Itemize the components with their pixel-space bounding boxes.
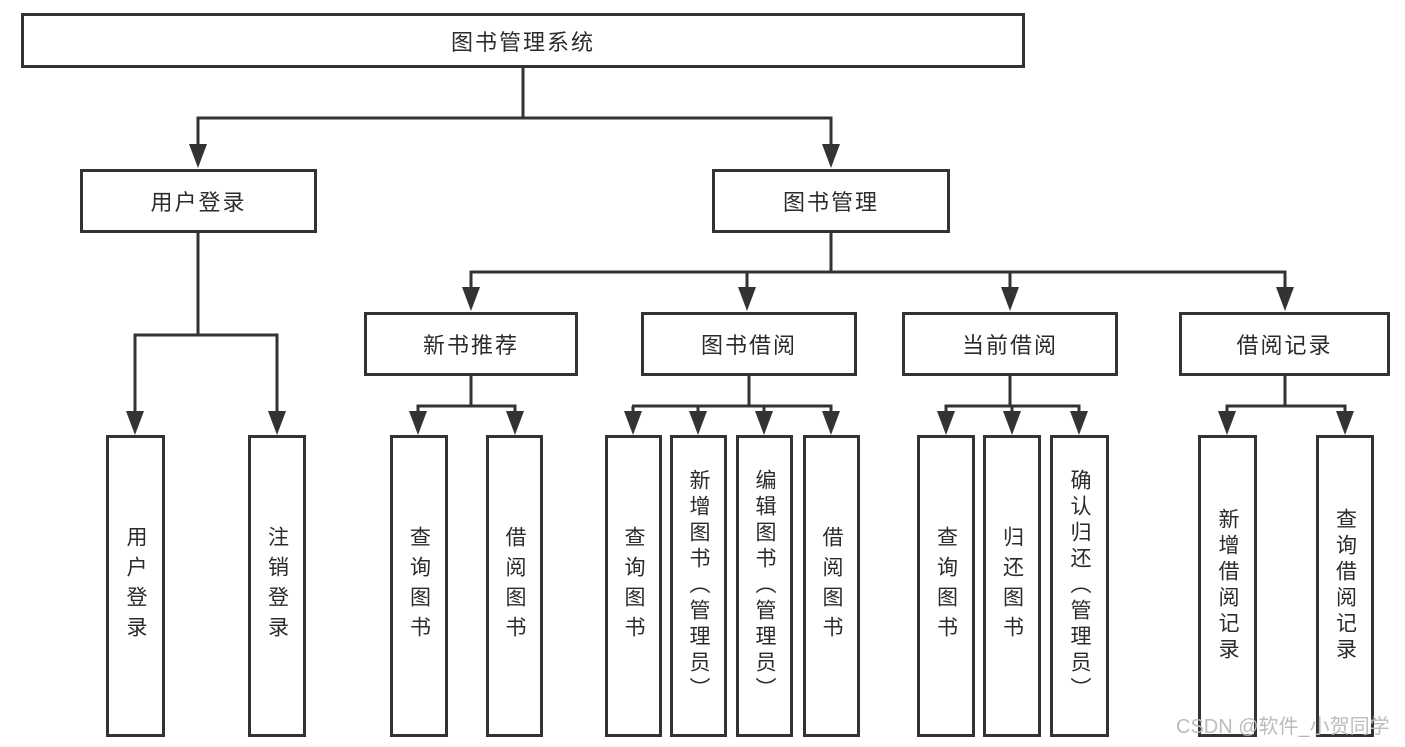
- node-new-book-recommend: 新书推荐: [364, 312, 578, 376]
- watermark-text: CSDN @软件_小贺同学: [1176, 716, 1390, 738]
- node-query-borrow-record-label: 查询借阅记录: [1333, 508, 1357, 664]
- node-library-system: 图书管理系统: [21, 13, 1025, 68]
- node-query-books-1: 查询图书: [390, 435, 448, 737]
- node-user-login: 用户登录: [106, 435, 165, 737]
- node-borrow-books-2-label: 借阅图书: [820, 526, 843, 646]
- node-query-books-2-label: 查询图书: [622, 526, 645, 646]
- node-borrow-records-label: 借阅记录: [1236, 333, 1333, 358]
- node-book-borrowing-label: 图书借阅: [700, 333, 797, 358]
- node-edit-book-admin-label: 编辑图书（管理员）: [753, 469, 776, 703]
- node-query-books-2: 查询图书: [605, 435, 662, 737]
- node-borrow-records: 借阅记录: [1179, 312, 1390, 376]
- node-query-borrow-record: 查询借阅记录: [1316, 435, 1374, 737]
- node-borrow-books-2: 借阅图书: [803, 435, 860, 737]
- node-borrow-books-1-label: 借阅图书: [503, 526, 526, 646]
- node-book-borrowing: 图书借阅: [641, 312, 857, 376]
- node-add-borrow-record-label: 新增借阅记录: [1216, 508, 1239, 664]
- node-library-system-label: 图书管理系统: [450, 29, 595, 55]
- node-confirm-return-admin-label: 确认归还（管理员）: [1068, 469, 1091, 703]
- node-book-management: 图书管理: [712, 169, 950, 233]
- node-add-borrow-record: 新增借阅记录: [1198, 435, 1257, 737]
- node-return-book-label: 归还图书: [1000, 526, 1024, 646]
- node-user-login-branch-label: 用户登录: [150, 190, 247, 215]
- node-current-borrowing: 当前借阅: [902, 312, 1118, 376]
- node-user-login-label: 用户登录: [124, 526, 147, 646]
- node-add-book-admin-label: 新增图书（管理员）: [687, 469, 710, 703]
- node-logout: 注销登录: [248, 435, 306, 737]
- node-user-login-branch: 用户登录: [80, 169, 317, 233]
- node-query-books-3-label: 查询图书: [934, 526, 958, 646]
- node-return-book: 归还图书: [983, 435, 1041, 737]
- node-confirm-return-admin: 确认归还（管理员）: [1050, 435, 1109, 737]
- node-edit-book-admin: 编辑图书（管理员）: [736, 435, 793, 737]
- node-current-borrowing-label: 当前借阅: [961, 333, 1058, 358]
- node-new-book-recommend-label: 新书推荐: [422, 333, 519, 358]
- node-add-book-admin: 新增图书（管理员）: [670, 435, 727, 737]
- node-query-books-3: 查询图书: [917, 435, 975, 737]
- node-logout-label: 注销登录: [265, 526, 289, 646]
- node-query-books-1-label: 查询图书: [407, 526, 431, 646]
- node-borrow-books-1: 借阅图书: [486, 435, 543, 737]
- node-book-management-label: 图书管理: [782, 190, 879, 215]
